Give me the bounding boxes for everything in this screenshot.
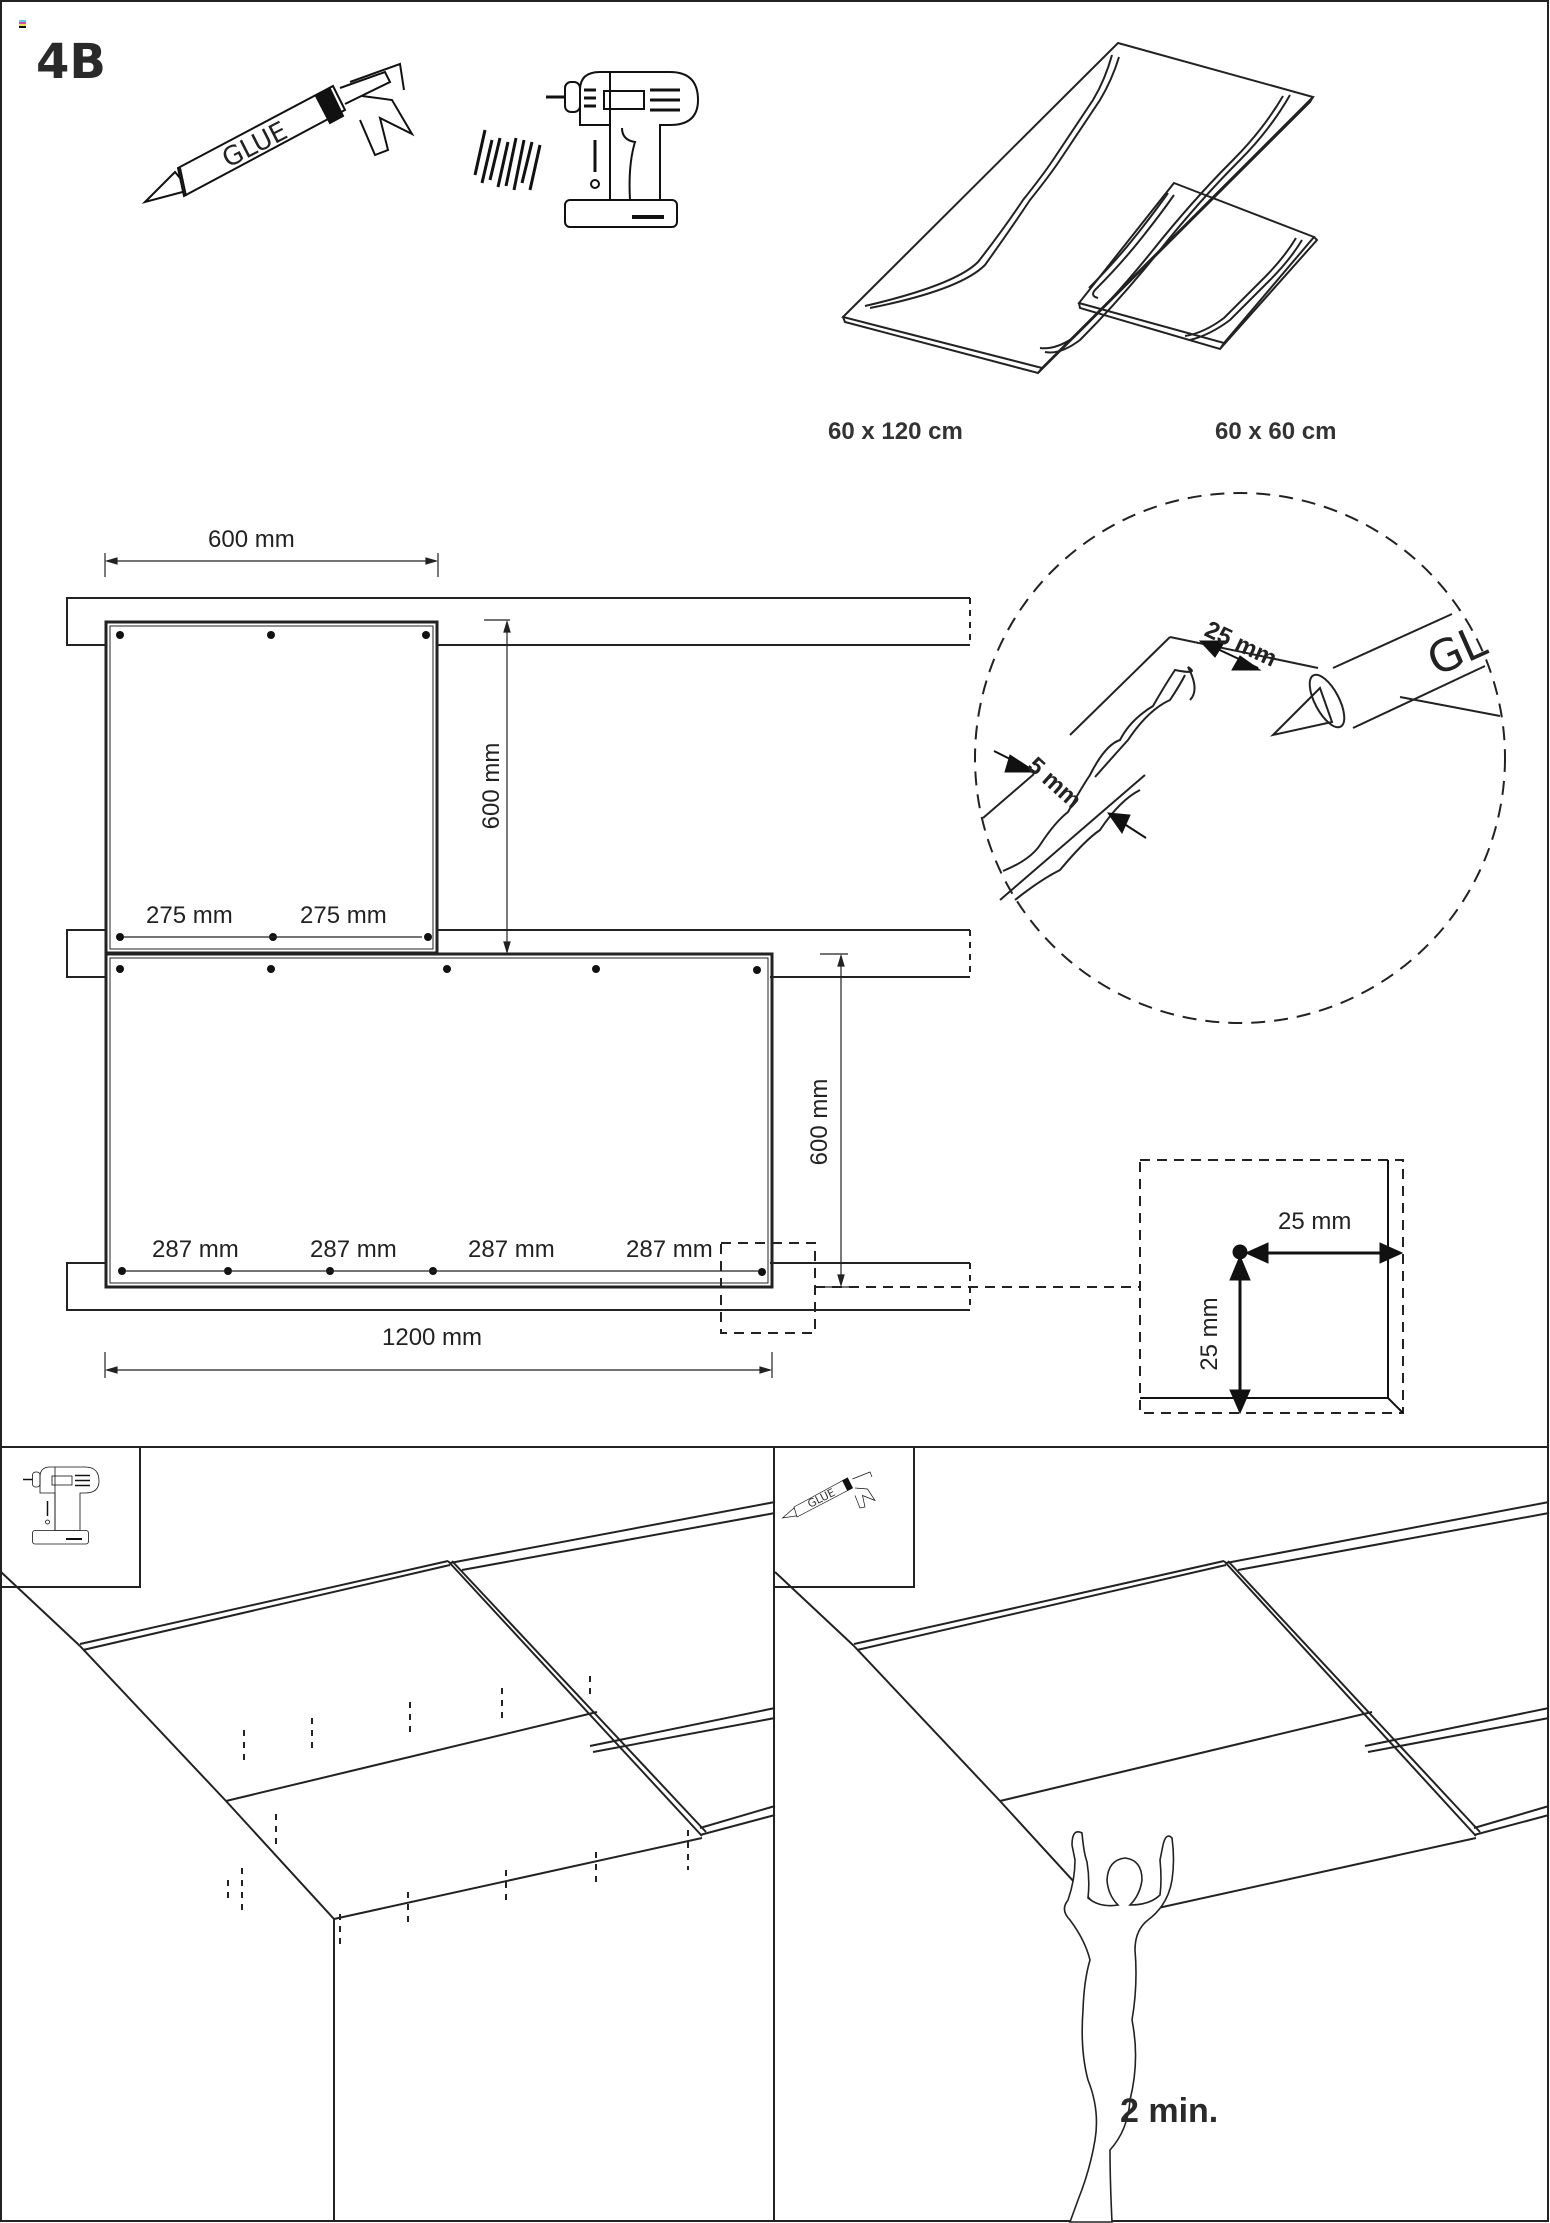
step-number: 4B	[36, 34, 106, 90]
dim-top-width: 600 mm	[208, 526, 295, 553]
glue-gun-small-icon: GLUE	[781, 1471, 876, 1519]
glue-label-text: GLUE	[218, 116, 293, 174]
dimension-lines	[104, 553, 850, 1378]
dim-large-spacing-4: 287 mm	[626, 1236, 713, 1263]
dim-small-spacing-2: 275 mm	[300, 902, 387, 929]
dim-small-spacing-1: 275 mm	[146, 902, 233, 929]
glue-hold-scene	[773, 1446, 1550, 2222]
dim-large-panel-height: 600 mm	[806, 1078, 833, 1166]
panel-60x60-illustration	[1077, 181, 1319, 351]
cordless-drill-small-icon	[23, 1466, 100, 1545]
panel-60x120-illustration	[841, 41, 1315, 375]
person-holding-panel-icon	[1063, 1831, 1175, 2223]
vibration-lines-icon	[473, 129, 542, 191]
glue-detail-arrows	[993, 640, 1262, 839]
hold-time-label: 2 min.	[1120, 2092, 1219, 2130]
corner-callout-box	[720, 1159, 1404, 1414]
dim-large-spacing-3: 287 mm	[468, 1236, 555, 1263]
corner-vertical-offset-label: 25 mm	[1196, 1297, 1223, 1371]
cordless-drill-icon	[546, 71, 700, 228]
corner-horizontal-offset-label: 25 mm	[1278, 1208, 1352, 1235]
registration-mark	[19, 20, 26, 28]
panel-size-label-small: 60 x 60 cm	[1215, 418, 1337, 445]
dim-large-panel-width: 1200 mm	[382, 1324, 483, 1351]
joist-plan	[66, 597, 971, 1311]
glue-detail-magnifier	[974, 492, 1506, 1024]
dim-small-panel-height: 600 mm	[478, 742, 505, 830]
glue-gun-icon: GLUE	[141, 62, 415, 204]
drill-screw-scene	[0, 1446, 776, 2222]
svg-text:GLUE: GLUE	[805, 1486, 837, 1511]
panel-size-label-large: 60 x 120 cm	[828, 418, 963, 445]
dim-large-spacing-1: 287 mm	[152, 1236, 239, 1263]
dim-large-spacing-2: 287 mm	[310, 1236, 397, 1263]
corner-detail	[1140, 1160, 1404, 1415]
